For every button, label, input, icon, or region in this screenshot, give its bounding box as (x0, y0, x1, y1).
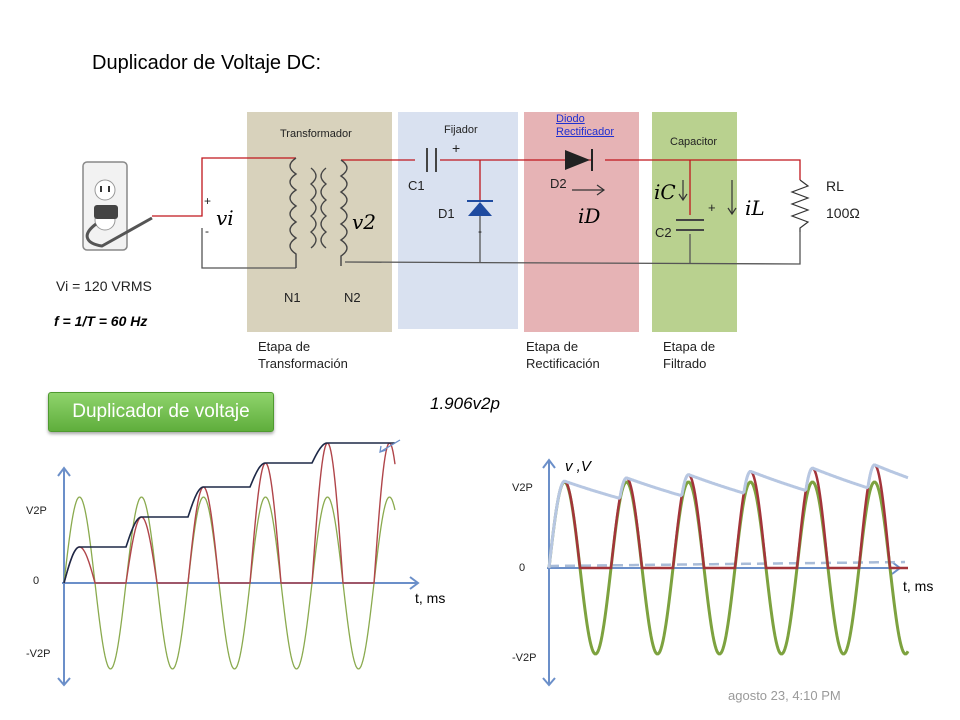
d2-label: D2 (550, 176, 567, 191)
rl-value-label: 100Ω (826, 205, 860, 221)
right-waveform-plot (542, 458, 910, 687)
right-y-label: v ,V (565, 458, 591, 475)
right-ripple-wave (547, 463, 909, 569)
vi-voltage-label: vi (216, 206, 234, 230)
right-output-wave (547, 463, 908, 570)
c1-label: C1 (408, 178, 425, 193)
left-input-sine (63, 496, 396, 670)
voltage-doubler-button[interactable]: Duplicador de voltaje (48, 392, 274, 432)
left-x-label: t, ms (415, 590, 446, 606)
vi-rms-label: Vi = 120 VRMS (56, 278, 152, 294)
right-y-top-label: V2P (512, 482, 533, 494)
frequency-formula: f = 1/T = 60 Hz (54, 313, 147, 329)
capacitor-label: Capacitor (670, 136, 718, 148)
left-y-zero-label: 0 (33, 575, 40, 587)
vi-minus-label: - (205, 224, 209, 238)
d1-label: D1 (438, 206, 455, 221)
n2-label: N2 (344, 290, 361, 305)
transformer-stage-panel (247, 112, 392, 332)
svg-text:f = 1/T = 60 Hz: f = 1/T = 60 Hz (54, 313, 147, 329)
ic-current-label: iC (654, 180, 676, 204)
clamp-label: Fijador (444, 124, 478, 136)
id-current-label: iD (578, 204, 601, 228)
right-x-label: t, ms (903, 578, 934, 594)
diode-rectifier-link[interactable]: Diodo Rectificador (556, 113, 615, 138)
left-y-bottom-label: -V2P (26, 648, 51, 660)
d1-minus-label: - (478, 224, 482, 238)
c2-label: C2 (655, 225, 672, 240)
right-y-zero-label: 0 (519, 562, 526, 574)
left-waveform-plot (57, 439, 420, 687)
stage-filtering-label: Etapa de Filtrado (663, 339, 716, 371)
stage-rectification-label: Etapa de Rectificación (526, 339, 600, 371)
page-title: Duplicador de Voltaje DC: (92, 52, 322, 74)
left-envelope-wave (63, 442, 395, 584)
right-dc-dashed-line (549, 560, 906, 568)
rectifier-stage-panel (524, 112, 639, 332)
left-output-wave (63, 442, 396, 584)
filter-stage-panel (652, 112, 737, 332)
right-y-bottom-label: -V2P (512, 652, 537, 664)
wall-outlet-icon (82, 161, 153, 251)
il-current-label: iL (745, 196, 765, 220)
clamp-stage-panel (398, 112, 518, 329)
peak-annotation: 1.906v2p (430, 394, 500, 413)
timestamp-footer: agosto 23, 4:10 PM (728, 688, 841, 703)
circuit-diagram: f = 1/T = 60 Hz (54, 148, 810, 329)
c2-plus-label: + (708, 200, 716, 215)
right-input-sine (547, 480, 910, 656)
vi-plus-label: + (204, 194, 212, 208)
v2-voltage-label: v2 (352, 210, 377, 234)
transformer-label: Transformador (280, 128, 352, 140)
n1-label: N1 (284, 290, 301, 305)
left-y-top-label: V2P (26, 505, 47, 517)
rl-label: RL (826, 178, 844, 194)
c1-plus-label: + (452, 140, 461, 156)
stage-transformation-label: Etapa de Transformación (258, 339, 348, 371)
